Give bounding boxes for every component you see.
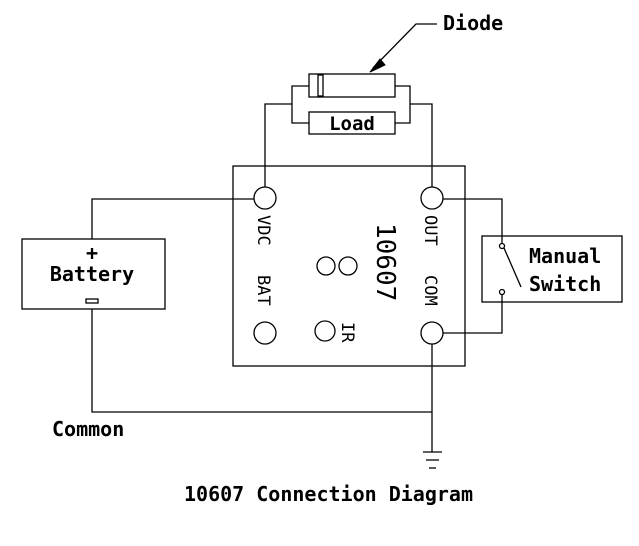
- module-10607: [232, 165, 466, 367]
- pin-label-ir: IR: [337, 322, 357, 343]
- wire-load-to-out: [410, 103, 433, 187]
- switch-lever: [503, 247, 522, 288]
- terminal-com: [420, 321, 444, 345]
- pin-label-out: OUT: [420, 215, 440, 246]
- pin-label-vdc: VDC: [253, 215, 273, 246]
- diode-body: [308, 73, 396, 98]
- terminal-out: [420, 186, 444, 210]
- diode-cathode-band: [317, 74, 324, 97]
- wire-out-to-switch: [443, 198, 503, 243]
- switch-label-line2: Switch: [529, 272, 601, 296]
- parallel-bus-left: [291, 85, 309, 124]
- wire-com-to-switch: [443, 295, 503, 334]
- diode-leader-line: [372, 23, 437, 69]
- wire-battery-positive: [91, 198, 254, 239]
- wire-common: [91, 309, 432, 413]
- module-part-number: 10607: [370, 223, 400, 301]
- switch-contact-top: [498, 242, 506, 250]
- led-hole-left: [316, 256, 336, 276]
- diagram-title: 10607 Connection Diagram: [184, 482, 473, 506]
- terminal-bat: [253, 321, 277, 345]
- parallel-bus-right: [395, 85, 411, 124]
- manual-switch: [481, 235, 623, 303]
- battery-label: Battery: [50, 262, 134, 286]
- diode-label: Diode: [443, 11, 503, 35]
- pin-label-com: COM: [420, 275, 440, 306]
- switch-contact-bottom: [498, 288, 506, 296]
- wire-load-to-vdc: [264, 103, 292, 187]
- ir-sensor: [314, 320, 336, 342]
- pin-label-bat: BAT: [253, 275, 273, 306]
- common-label: Common: [52, 417, 124, 441]
- battery-positive-sign: +: [86, 241, 98, 265]
- terminal-vdc: [253, 186, 277, 210]
- diode-arrowhead-icon: [369, 58, 386, 73]
- battery: [21, 238, 166, 310]
- led-hole-right: [338, 256, 358, 276]
- load-label: Load: [329, 113, 375, 135]
- battery-negative-sign: [85, 298, 99, 304]
- switch-label-line1: Manual: [529, 244, 601, 268]
